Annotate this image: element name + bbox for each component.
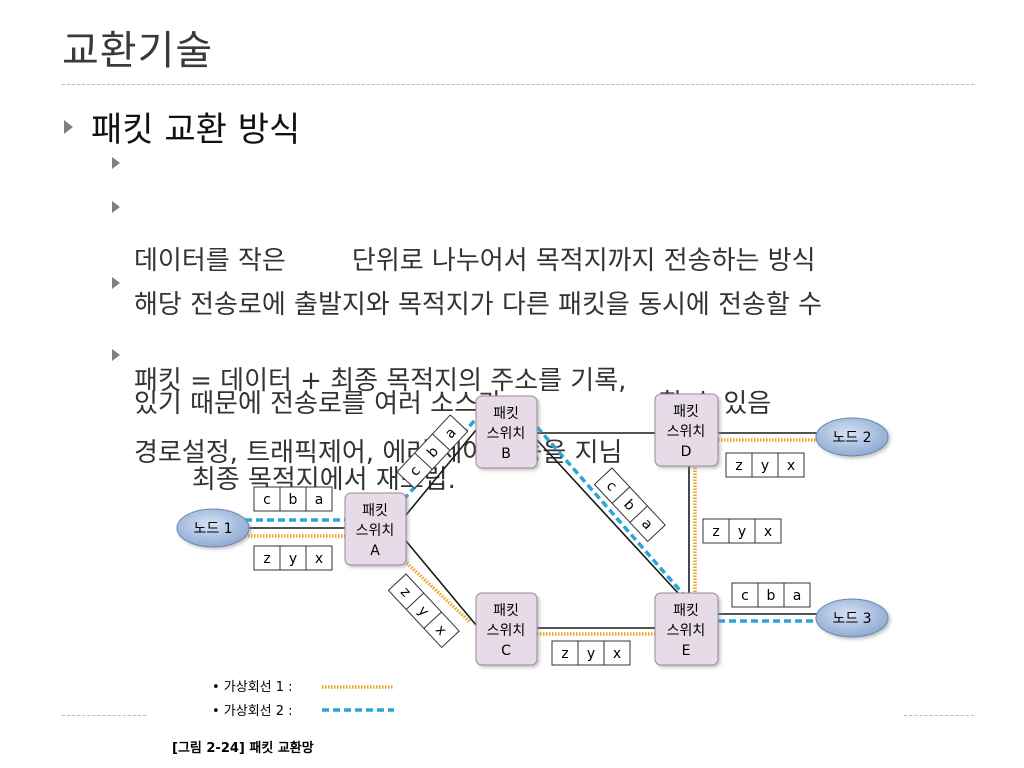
packet-switch-d: 패킷 스위치 D	[654, 393, 719, 467]
packet-label: c	[741, 588, 749, 604]
switch-label: 패킷	[362, 503, 388, 519]
switch-label: 스위치	[667, 424, 706, 440]
bullet-triangle-icon	[112, 277, 120, 289]
packet-group-ce-zyx: z y x	[551, 640, 631, 666]
switch-label: 스위치	[356, 523, 395, 539]
packet-group-ac-zyx: z y x	[387, 573, 460, 649]
main-heading: 패킷 교환 방식	[91, 110, 301, 150]
sub-bullet-text: 패킷 = 데이터 + 최종 목적지의 주소를 기록,	[134, 366, 627, 396]
switch-label: C	[501, 643, 511, 659]
legend-vc2-label: • 가상회선 2 :	[212, 704, 293, 719]
switch-label: 패킷	[493, 406, 519, 422]
packet-label: b	[289, 492, 298, 508]
bullet-triangle-icon	[112, 201, 120, 213]
node-1: 노드 1	[176, 508, 250, 548]
virtual-circuit-1	[245, 438, 820, 636]
switch-label: 스위치	[487, 426, 526, 442]
packet-group-ab-cba: c b a	[396, 414, 469, 490]
node-2: 노드 2	[815, 417, 889, 457]
legend-vc1-label: • 가상회선 1 :	[212, 680, 293, 695]
packet-label: y	[289, 551, 297, 567]
packet-switch-e: 패킷 스위치 E	[654, 592, 719, 666]
packet-label: a	[793, 588, 802, 604]
packet-group-e-cba: c b a	[731, 582, 811, 608]
switch-label: D	[681, 444, 692, 460]
network-links	[245, 429, 820, 629]
lower-divider-right	[904, 715, 974, 716]
link-a-b	[405, 429, 477, 516]
switch-label: 패킷	[673, 404, 699, 420]
packet-label: x	[613, 646, 621, 662]
node-label: 노드 1	[193, 521, 232, 537]
link-b-e	[536, 439, 679, 594]
packet-group-n1-zyx: z y x	[253, 545, 333, 571]
title-divider	[62, 84, 974, 85]
packet-label: z	[735, 458, 742, 474]
packet-label: y	[761, 458, 769, 474]
node-label: 노드 2	[832, 430, 871, 446]
switch-label: 패킷	[673, 603, 699, 619]
sub-bullet-1: 데이터를 작은 단위로 나누어서 목적지까지 전송하는 방식	[112, 146, 816, 311]
packet-group-d-zyx: z y x	[725, 452, 805, 478]
vc2-segment	[535, 425, 686, 597]
packet-label: x	[764, 524, 772, 540]
packet-group-n1-cba: c b a	[253, 486, 333, 512]
packet-label: z	[263, 551, 270, 567]
node-label: 노드 3	[832, 611, 871, 627]
bullet-triangle-icon	[112, 157, 120, 169]
node-3: 노드 3	[815, 598, 889, 638]
packet-switch-a: 패킷 스위치 A	[344, 492, 407, 566]
figure-caption: [그림 2-24] 패킷 교환망	[172, 740, 314, 756]
vc1-segment	[396, 553, 472, 624]
packet-label: z	[712, 524, 719, 540]
switch-label: A	[370, 543, 380, 559]
switch-label: E	[682, 643, 691, 659]
slide-title: 교환기술	[62, 28, 214, 74]
packet-label: a	[315, 492, 324, 508]
packet-label: x	[787, 458, 795, 474]
switch-label: B	[501, 446, 511, 462]
main-bullet: 패킷 교환 방식	[64, 102, 300, 151]
switch-label: 스위치	[667, 623, 706, 639]
lower-divider-left	[62, 715, 146, 716]
packet-group-de-zyx: z y x	[702, 518, 782, 544]
packet-switch-c: 패킷 스위치 C	[475, 592, 538, 666]
switch-label: 스위치	[487, 623, 526, 639]
packet-label: b	[767, 588, 776, 604]
bullet-triangle-icon	[64, 119, 73, 134]
packet-label: c	[263, 492, 271, 508]
legend: • 가상회선 1 : • 가상회선 2 :	[212, 680, 394, 719]
packet-group-be-cba: c b a	[593, 467, 666, 543]
packet-label: y	[587, 646, 595, 662]
switch-label: 패킷	[493, 603, 519, 619]
packet-label: x	[315, 551, 323, 567]
sub-bullet-text: 해당 전송로에 출발지와 목적지가 다른 패킷을 동시에 전송할 수	[134, 290, 823, 320]
packet-label: z	[561, 646, 568, 662]
link-a-c	[405, 540, 477, 626]
bullet-triangle-icon	[112, 349, 120, 361]
packet-switch-b: 패킷 스위치 B	[475, 395, 538, 469]
packet-label: y	[738, 524, 746, 540]
sub-bullet-text: 데이터를 작은 단위로 나누어서 목적지까지 전송하는 방식	[134, 246, 816, 276]
